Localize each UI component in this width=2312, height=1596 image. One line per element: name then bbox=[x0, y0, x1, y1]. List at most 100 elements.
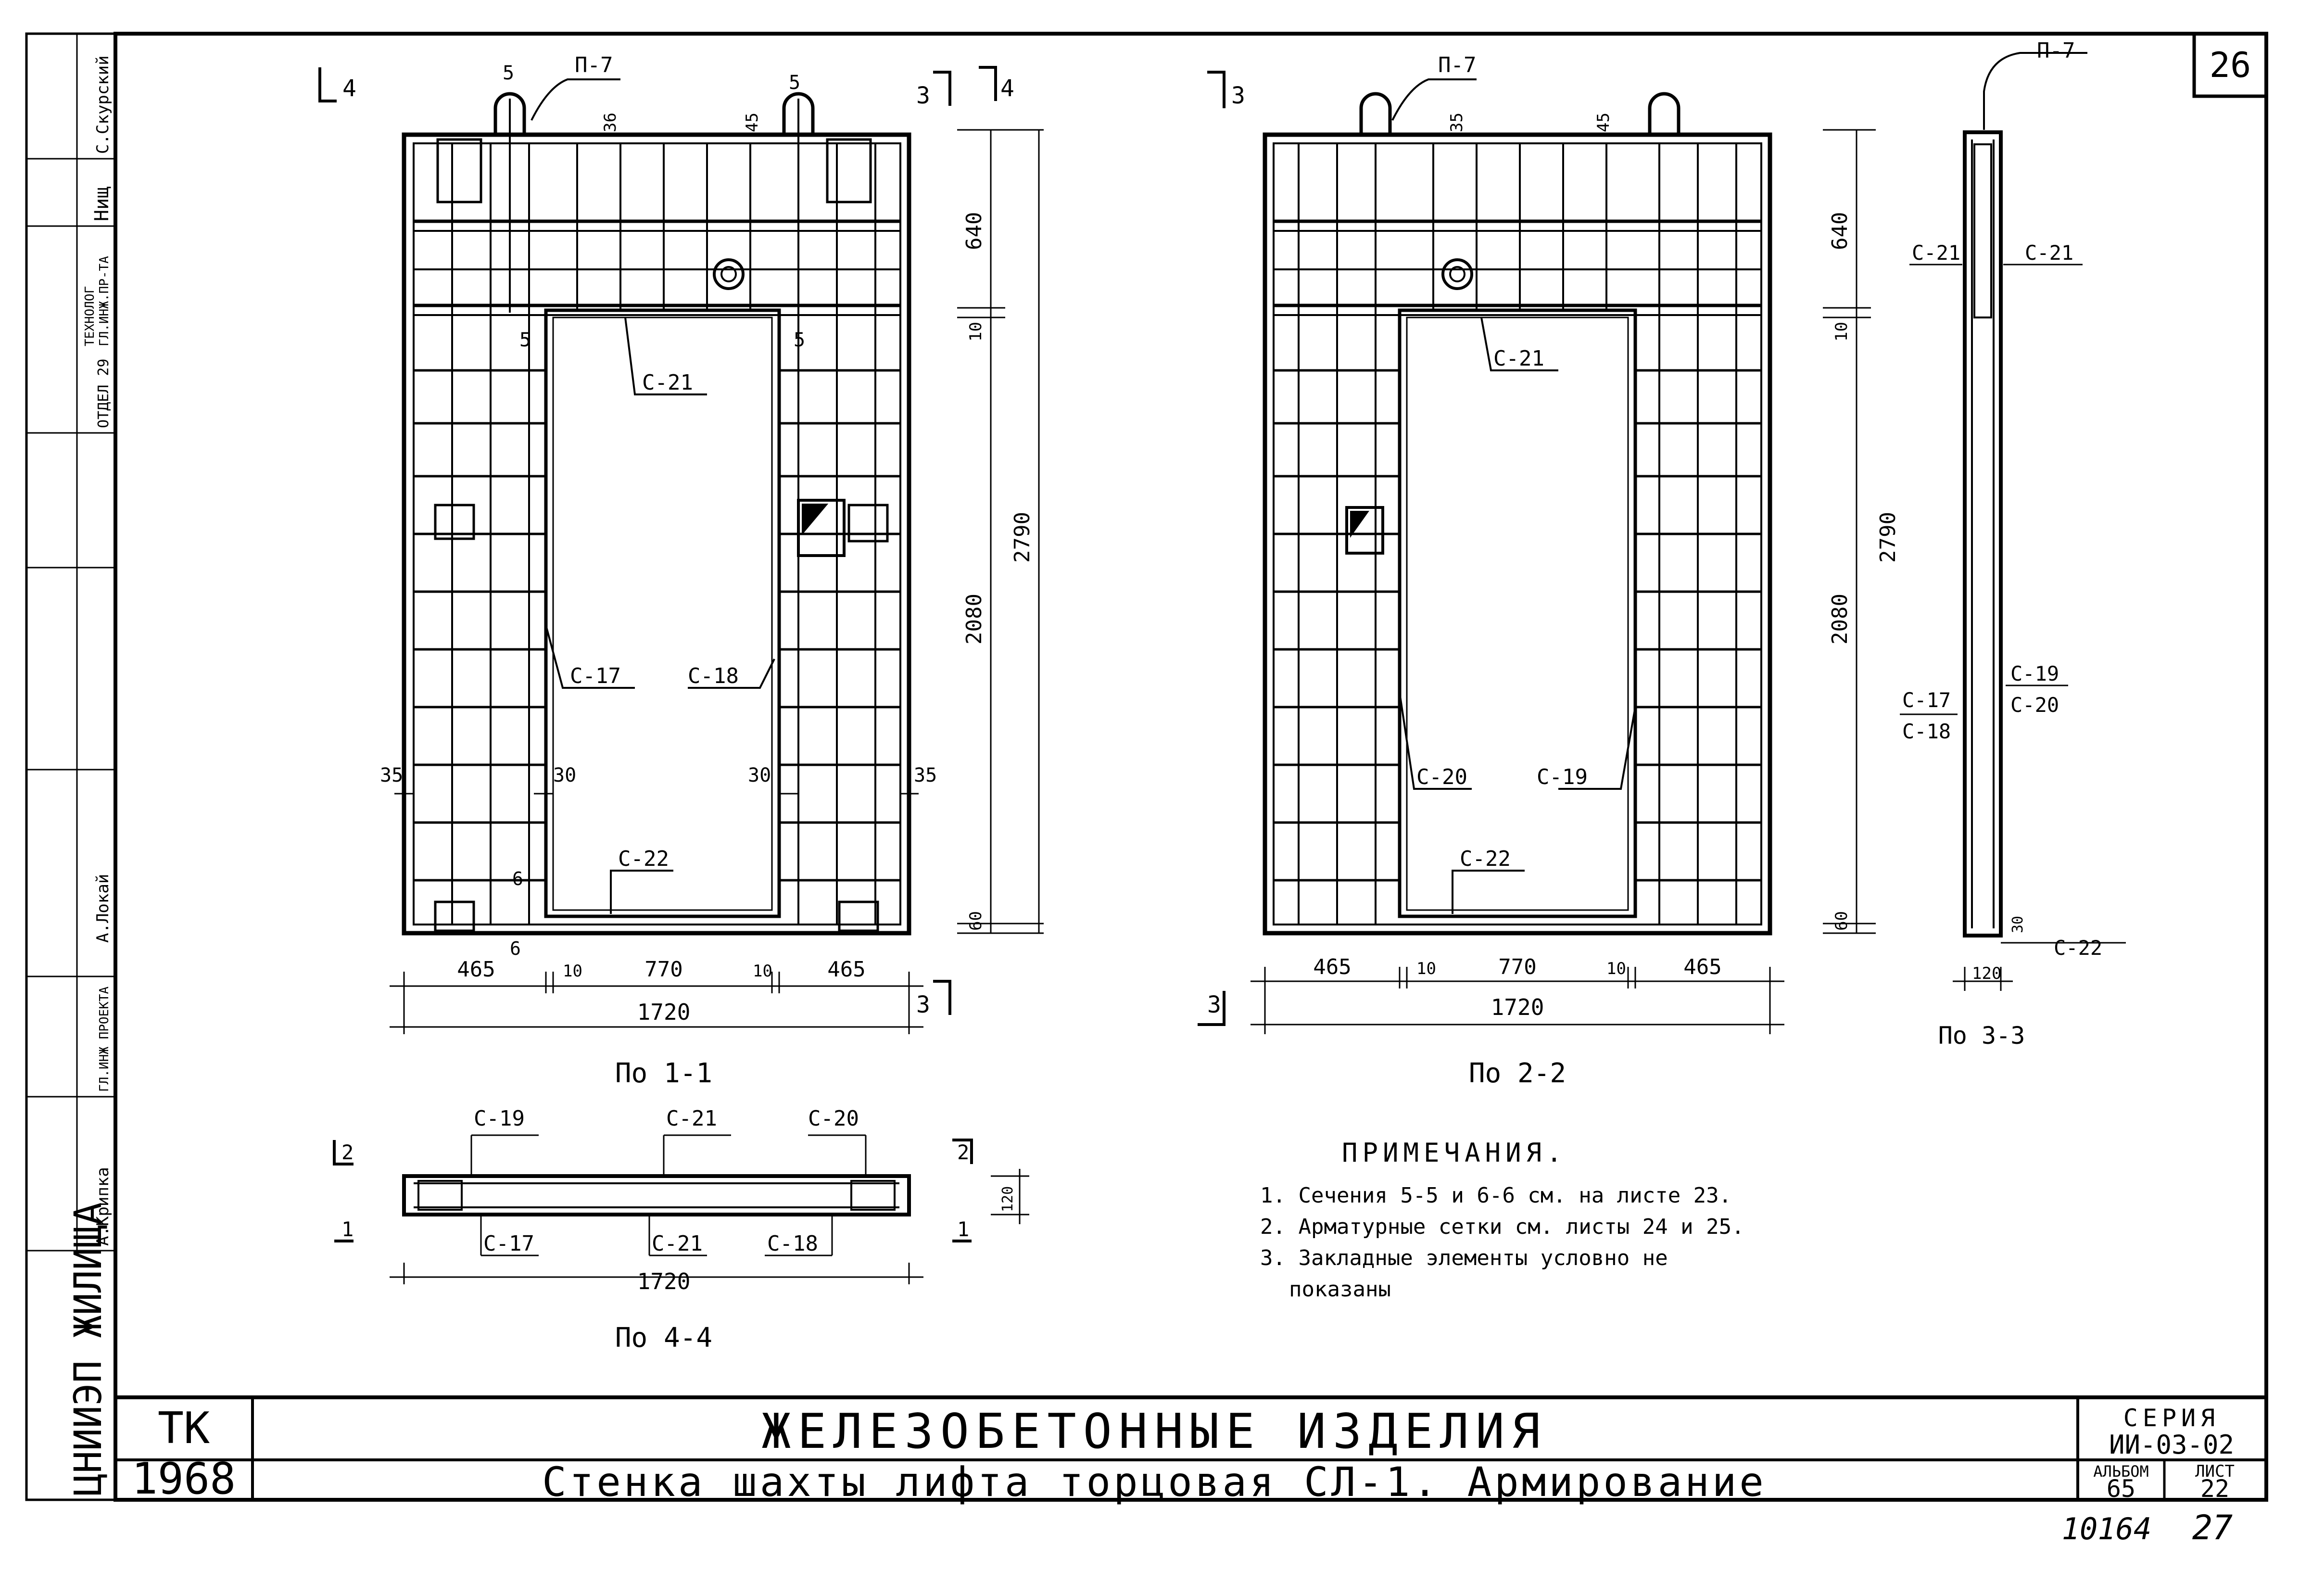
v11-dim-465b: 465 bbox=[827, 957, 865, 982]
note-3-cont: показаны bbox=[1289, 1277, 1391, 1302]
stamp-3: ТЕХНОЛОГ bbox=[83, 286, 97, 346]
v44-mark-r2: 2 bbox=[957, 1140, 969, 1164]
v22-dim-10a: 10 bbox=[1416, 959, 1436, 978]
album-label: АЛЬБОМ bbox=[2093, 1462, 2149, 1481]
stamp-1: Нищ bbox=[91, 187, 113, 221]
v11-dim-inner-5l: 5 bbox=[519, 329, 531, 351]
v33-rebar-c20: С-20 bbox=[2010, 693, 2059, 717]
v11-mark-top-left: 4 bbox=[342, 75, 356, 102]
v22-dim-10b: 10 bbox=[1606, 959, 1626, 978]
v44-rebar-c21-bottom: С-21 bbox=[652, 1231, 703, 1256]
v11-dim-10: 10 bbox=[966, 322, 985, 342]
list-value: 22 bbox=[2200, 1475, 2229, 1503]
v11-dim-6a: 6 bbox=[512, 868, 523, 889]
stamp-5: А.Локай bbox=[93, 874, 113, 943]
v33-rebar-c22: С-22 bbox=[2054, 936, 2102, 960]
list-label: ЛИСТ bbox=[2195, 1462, 2235, 1481]
v44-mark-l2: 2 bbox=[341, 1140, 354, 1164]
v11-dim-640: 640 bbox=[962, 212, 986, 250]
v11-rebar-c21: С-21 bbox=[642, 370, 693, 395]
v11-dim-10a: 10 bbox=[563, 962, 582, 981]
v44-rebar-c19: С-19 bbox=[474, 1106, 525, 1131]
stamp-2: ГЛ.ИНЖ.ПР-ТА bbox=[97, 256, 112, 346]
stamp-6: ГЛ.ИНЖ ПРОЕКТА bbox=[97, 987, 112, 1092]
v33-dim-120: 120 bbox=[1972, 964, 2001, 983]
panel-plan-4-4 bbox=[402, 1174, 911, 1216]
v11-dim-30l: 30 bbox=[553, 764, 576, 786]
stamp-7: А.Крипка bbox=[93, 1167, 113, 1246]
v33-rebar-c18: С-18 bbox=[1902, 720, 1951, 743]
v44-dim-120: 120 bbox=[999, 1186, 1016, 1212]
v22-mark-bottom: 3 bbox=[1207, 991, 1221, 1018]
v11-mark-top-right-b: 4 bbox=[1000, 75, 1014, 102]
title-main: ЖЕЛЕЗОБЕТОННЫЕ ИЗДЕЛИЯ bbox=[762, 1403, 1547, 1459]
v33-rebar-c21-left: С-21 bbox=[1912, 241, 1960, 265]
v22-rebar-c21: С-21 bbox=[1493, 346, 1544, 371]
v44-rebar-c18: С-18 bbox=[767, 1231, 818, 1256]
v22-dim-2080: 2080 bbox=[1828, 594, 1852, 645]
v44-mark-l1: 1 bbox=[341, 1217, 354, 1241]
v22-dim-465a: 465 bbox=[1313, 955, 1351, 979]
v11-dim-770: 770 bbox=[644, 957, 682, 982]
view-4-4 bbox=[333, 1134, 1029, 1284]
org-code: ТК bbox=[158, 1403, 210, 1454]
v22-mark-top: 3 bbox=[1231, 82, 1245, 109]
v22-dim-465b: 465 bbox=[1683, 955, 1721, 979]
v11-mark-top-right-a: 3 bbox=[916, 82, 930, 109]
v22-dim-770: 770 bbox=[1498, 955, 1536, 979]
v44-mark-r1: 1 bbox=[957, 1217, 969, 1241]
v44-caption: По 4-4 bbox=[615, 1322, 712, 1354]
v22-dim-640: 640 bbox=[1828, 212, 1852, 250]
institute-name: ЦНИИЭП ЖИЛИЩА bbox=[67, 1203, 110, 1496]
v11-dim-5b: 5 bbox=[789, 72, 800, 94]
v11-dim-465a: 465 bbox=[457, 957, 495, 982]
v22-dim-1720: 1720 bbox=[1491, 994, 1544, 1020]
v33-rebar-c21-right: С-21 bbox=[2025, 241, 2073, 265]
v11-rebar-c22: С-22 bbox=[618, 847, 669, 871]
v11-dim-5a: 5 bbox=[503, 62, 514, 84]
v22-rebar-p7: П-7 bbox=[1438, 53, 1476, 77]
v22-dim-35: 35 bbox=[1447, 113, 1466, 132]
note-3: 3. Закладные элементы условно не bbox=[1260, 1246, 1668, 1270]
footer-page: 27 bbox=[2192, 1508, 2233, 1547]
v11-dim-35l: 35 bbox=[380, 764, 403, 786]
v11-dim-1720: 1720 bbox=[637, 999, 691, 1025]
notes-heading: ПРИМЕЧАНИЯ. bbox=[1342, 1138, 1567, 1168]
v44-rebar-c17: С-17 bbox=[483, 1231, 534, 1256]
series-label: СЕРИЯ bbox=[2123, 1404, 2220, 1432]
stamp-0: С.Скурский bbox=[93, 55, 113, 154]
v33-dim-30: 30 bbox=[2009, 916, 2026, 933]
v22-dim-10: 10 bbox=[1832, 322, 1851, 342]
view-3-3 bbox=[1900, 52, 2126, 991]
panel-outline-1-1 bbox=[402, 132, 911, 936]
year: 1968 bbox=[132, 1454, 236, 1504]
v44-rebar-c21-top: С-21 bbox=[666, 1106, 717, 1131]
v22-rebar-c20: С-20 bbox=[1416, 765, 1467, 789]
panel-section-3-3 bbox=[1963, 130, 2003, 937]
stamp-strip bbox=[25, 32, 117, 1501]
v11-dim-inner-5r: 5 bbox=[794, 329, 805, 351]
v33-caption: По 3-3 bbox=[1938, 1022, 2025, 1050]
v22-dim-60: 60 bbox=[1832, 911, 1851, 931]
door-opening-2-2 bbox=[1398, 308, 1637, 918]
view-2-2 bbox=[1198, 71, 1876, 1034]
v11-dim-2080: 2080 bbox=[962, 594, 986, 645]
v11-rebar-c17: С-17 bbox=[570, 664, 621, 688]
v11-dim-6b: 6 bbox=[510, 938, 521, 959]
v22-dim-45: 45 bbox=[1594, 113, 1613, 132]
title-sub: Стенка шахты лифта торцовая СЛ-1. Армиро… bbox=[542, 1458, 1767, 1506]
v11-dim-35r: 35 bbox=[914, 764, 937, 786]
v11-rebar-c18: С-18 bbox=[688, 664, 739, 688]
v11-dim-30r: 30 bbox=[748, 764, 771, 786]
v11-dim-2790: 2790 bbox=[1010, 512, 1035, 563]
door-opening-1-1 bbox=[544, 308, 781, 918]
v11-dim-36: 36 bbox=[601, 113, 620, 132]
view-1-1 bbox=[318, 66, 1044, 1034]
v22-rebar-c19: С-19 bbox=[1537, 765, 1588, 789]
v11-caption: По 1-1 bbox=[615, 1058, 712, 1089]
note-2: 2. Арматурные сетки см. листы 24 и 25. bbox=[1260, 1215, 1744, 1239]
v44-rebar-c20: С-20 bbox=[808, 1106, 859, 1131]
v22-rebar-c22: С-22 bbox=[1460, 847, 1511, 871]
sheet-number-box bbox=[2192, 32, 2268, 98]
album-value: 65 bbox=[2107, 1475, 2135, 1503]
